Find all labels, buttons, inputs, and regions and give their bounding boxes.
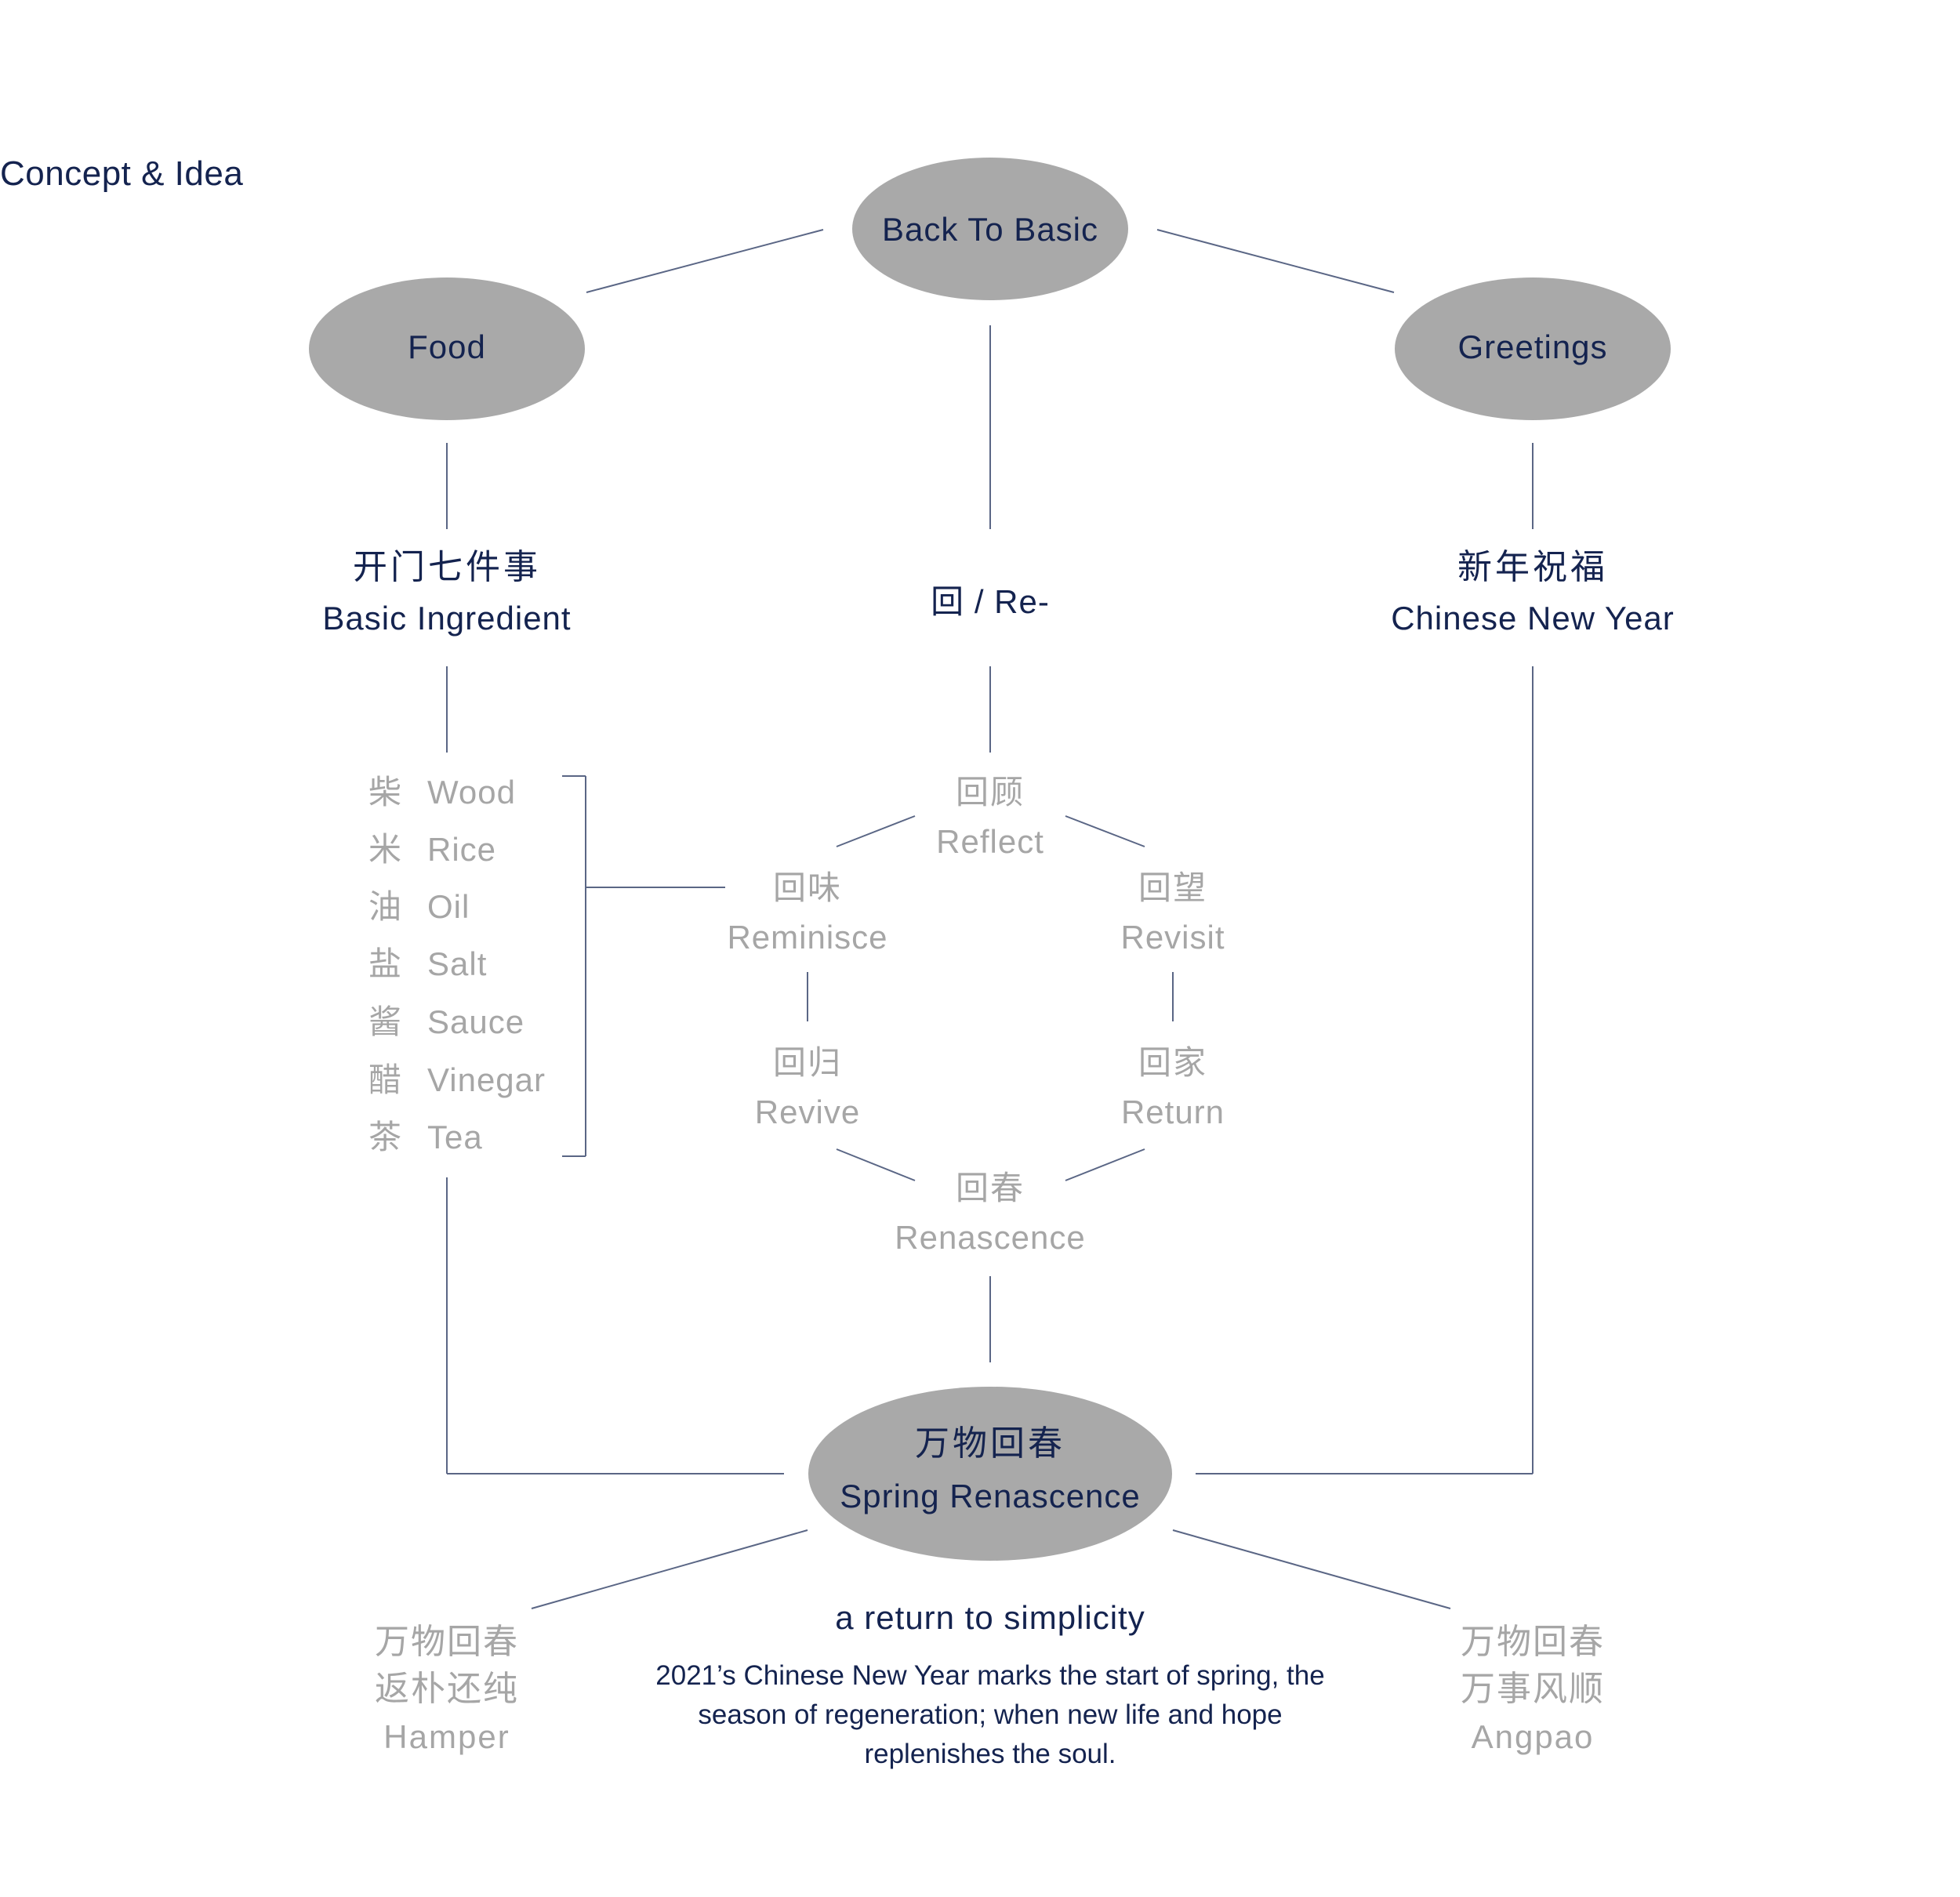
output-hamper-en: Hamper bbox=[383, 1718, 510, 1755]
cycle-revive-cn: 回归 bbox=[772, 1043, 843, 1082]
ingredient-cn: 茶 bbox=[368, 1118, 403, 1156]
ingredient-item: 酱 Sauce bbox=[368, 1006, 524, 1039]
ellipse-greetings bbox=[1395, 277, 1671, 420]
ingredient-cn: 醋 bbox=[368, 1061, 403, 1099]
output-hamper-cn-line2: 返朴还纯 bbox=[375, 1669, 519, 1709]
ingredient-cn: 酱 bbox=[368, 1003, 403, 1041]
ingredient-cn: 油 bbox=[368, 887, 403, 926]
cycle-reflect-cn: 回顾 bbox=[955, 773, 1025, 811]
cycle-return-renascence bbox=[1065, 1148, 1145, 1181]
node-spring-renascence-cn: 万物回春 bbox=[915, 1424, 1065, 1464]
cycle-return-cn: 回家 bbox=[1138, 1043, 1208, 1082]
cycle-reflect-reminisce bbox=[836, 815, 916, 847]
cycle-renascence-en: Renascence bbox=[895, 1219, 1086, 1256]
line-spring-to-hamper bbox=[531, 1529, 808, 1609]
cycle-reflect-en: Reflect bbox=[936, 823, 1044, 860]
branch-basic-ingredient-en: Basic Ingredient bbox=[322, 600, 572, 637]
line-top-to-greetings bbox=[1156, 229, 1395, 293]
ingredient-cn: 柴 bbox=[368, 773, 403, 811]
ingredient-cn: 米 bbox=[368, 830, 403, 869]
node-greetings: Greetings bbox=[1457, 328, 1608, 365]
cycle-renascence-cn: 回春 bbox=[955, 1169, 1025, 1207]
page-title: Concept & Idea bbox=[0, 154, 244, 193]
branch-basic-ingredient-cn: 开门七件事 bbox=[353, 547, 541, 587]
ingredient-en: Tea bbox=[427, 1119, 483, 1155]
cycle-reflect-revisit bbox=[1065, 815, 1145, 847]
ingredient-item: 柴 Wood bbox=[368, 776, 516, 809]
line-spring-to-angpao bbox=[1172, 1529, 1451, 1609]
ingredient-cn: 盐 bbox=[368, 945, 403, 983]
cycle-revive-en: Revive bbox=[754, 1094, 861, 1130]
output-angpao-en: Angpao bbox=[1471, 1718, 1595, 1755]
ingredient-en: Oil bbox=[427, 888, 470, 925]
line-top-to-food bbox=[586, 229, 824, 293]
ingredient-item: 茶 Tea bbox=[368, 1121, 483, 1154]
branch-chinese-new-year-cn: 新年祝福 bbox=[1457, 547, 1608, 587]
node-back-to-basic: Back To Basic bbox=[881, 211, 1099, 248]
ingredient-en: Sauce bbox=[427, 1003, 525, 1040]
ingredient-item: 盐 Salt bbox=[368, 948, 487, 981]
ingredient-item: 醋 Vinegar bbox=[368, 1064, 546, 1097]
output-angpao: 万物回春 万事风顺 Angpao bbox=[1461, 1619, 1605, 1754]
branch-re-prefix: 回 / Re- bbox=[931, 583, 1050, 620]
cycle-reminisce-en: Reminisce bbox=[727, 919, 888, 956]
cycle-reminisce-cn: 回味 bbox=[772, 869, 843, 907]
connector-lines bbox=[446, 229, 1534, 1609]
output-angpao-cn-line2: 万事风顺 bbox=[1461, 1669, 1605, 1709]
ellipse-back-to-basic bbox=[852, 158, 1128, 300]
description: 2021’s Chinese New Year marks the start … bbox=[655, 1660, 1325, 1769]
ingredient-item: 米 Rice bbox=[368, 833, 496, 866]
ingredient-en: Salt bbox=[427, 945, 488, 982]
ingredient-item: 油 Oil bbox=[368, 890, 470, 923]
node-food: Food bbox=[408, 328, 486, 365]
cycle-revive-renascence bbox=[836, 1148, 916, 1181]
ingredient-en: Vinegar bbox=[427, 1061, 546, 1098]
cycle-revisit-en: Revisit bbox=[1120, 919, 1225, 956]
tagline: a return to simplicity bbox=[835, 1599, 1145, 1636]
output-hamper: 万物回春 返朴还纯 Hamper bbox=[375, 1619, 519, 1754]
node-ellipses bbox=[309, 158, 1671, 1561]
branch-chinese-new-year-en: Chinese New Year bbox=[1391, 600, 1675, 637]
node-spring-renascence-en: Spring Renascence bbox=[840, 1478, 1141, 1514]
ellipse-spring-renascence bbox=[808, 1387, 1172, 1561]
output-hamper-cn-line1: 万物回春 bbox=[375, 1622, 519, 1662]
cycle-return-en: Return bbox=[1120, 1094, 1225, 1130]
cycle-revisit-cn: 回望 bbox=[1138, 869, 1208, 907]
ellipse-food bbox=[309, 277, 585, 420]
output-angpao-cn-line1: 万物回春 bbox=[1461, 1622, 1605, 1662]
ingredient-en: Rice bbox=[427, 831, 497, 868]
ingredient-en: Wood bbox=[427, 774, 516, 811]
